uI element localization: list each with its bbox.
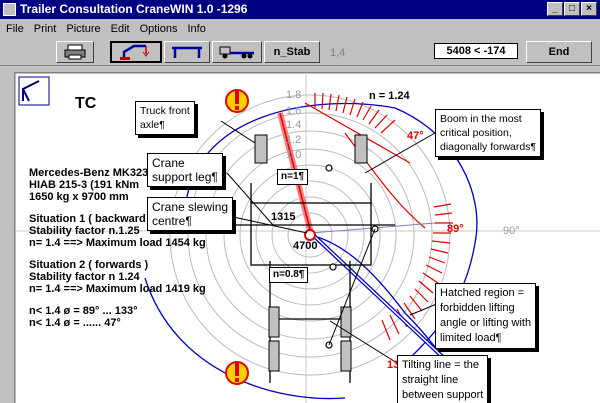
truck-view-button[interactable] xyxy=(212,41,262,63)
angle-90-label: 90° xyxy=(503,225,520,237)
callout-hatched-region: Hatched region = forbidden lifting angle… xyxy=(435,283,537,349)
menu-info[interactable]: Info xyxy=(187,22,206,35)
window-title: Trailer Consultation CraneWIN 1.0 -1296 xyxy=(20,2,248,16)
ring-label-1-2: 1.2 xyxy=(286,134,302,146)
dimension-1315: 1315 xyxy=(271,211,296,223)
situation-2-load: n= 1.4 ==> Maximum load 1419 kg xyxy=(29,283,206,295)
radius-circles xyxy=(169,94,451,376)
situation-2-title: Situation 2 ( forwards ) xyxy=(29,259,149,271)
situation-1-load: n= 1.4 ==> Maximum load 1454 kg xyxy=(29,237,206,249)
callout-boom-position: Boom in the most critical position, diag… xyxy=(435,109,542,157)
angle-89-label: 89° xyxy=(447,223,464,235)
callout-line: limited load¶ xyxy=(440,332,502,344)
wheels xyxy=(254,134,368,372)
info-panel: Mercedes-Benz MK323 HIAB 215-3 (191 kNm … xyxy=(29,167,206,329)
angle-range-2: n< 1.4 ø = ...... 47° xyxy=(29,317,121,329)
crane-view-button[interactable] xyxy=(110,41,162,63)
title-bar: Trailer Consultation CraneWIN 1.0 -1296 … xyxy=(0,0,600,19)
crane-thumbnail-icon xyxy=(18,76,50,106)
callout-line: Hatched region = xyxy=(440,287,525,299)
callout-line: Crane xyxy=(152,156,185,170)
menu-print[interactable]: Print xyxy=(33,22,57,35)
menu-bar: File Print Picture Edit Options Info xyxy=(0,19,600,38)
warning-icon-top xyxy=(225,89,249,113)
callout-line: Boom in the most xyxy=(440,113,522,125)
n1-marker: n=1¶ xyxy=(277,169,309,185)
callout-leaders xyxy=(214,120,440,364)
support-view-button[interactable] xyxy=(164,41,210,63)
crane-model: HIAB 215-3 (191 kNm xyxy=(29,179,140,191)
callout-line: axle¶ xyxy=(140,119,165,131)
ring-label-1-8: 1.8 xyxy=(286,89,302,101)
support-frame-icon xyxy=(172,46,202,58)
situation-2-factor: Stability factor n 1.24 xyxy=(29,271,140,283)
minimize-button[interactable]: _ xyxy=(547,2,563,16)
maximize-button[interactable]: □ xyxy=(564,2,580,16)
toolbar: n_Stab 1,4 5408 < -174 End xyxy=(0,38,600,66)
app-icon[interactable] xyxy=(3,3,16,16)
callout-line: Crane slewing xyxy=(152,200,229,214)
close-button[interactable]: × xyxy=(581,2,597,16)
callout-line: angle or lifting with xyxy=(440,317,532,329)
callout-line: Tilting line = the xyxy=(402,359,479,371)
callout-line: support leg¶ xyxy=(152,170,218,184)
crane-icon xyxy=(120,44,150,60)
callout-line: critical position, xyxy=(440,127,512,139)
angle-47-label: 47° xyxy=(407,130,424,142)
support-legs xyxy=(325,164,379,349)
callout-line: centre¶ xyxy=(152,214,192,228)
ring-label-1-0: 1.0 xyxy=(286,149,302,161)
tc-logo: TC xyxy=(75,95,97,112)
situation-1-title: Situation 1 ( backward xyxy=(29,213,146,225)
print-button[interactable] xyxy=(56,41,94,63)
callout-crane-slewing-centre: Crane slewing centre¶ xyxy=(147,197,234,231)
callout-line: forbidden lifting xyxy=(440,302,515,314)
callout-truck-front-axle: Truck front axle¶ xyxy=(135,101,195,135)
dimension-4700: 4700 xyxy=(293,240,318,252)
vehicle-name: Mercedes-Benz MK323 xyxy=(29,167,149,179)
truck-icon xyxy=(219,46,254,59)
callout-crane-support-leg: Crane support leg¶ xyxy=(147,153,223,187)
ring-label-1-4: 1.4 xyxy=(286,119,302,131)
n-value-label: n = 1.24 xyxy=(369,90,410,102)
coordinate-readout: 5408 < -174 xyxy=(434,43,518,59)
drawing-canvas[interactable]: TC 1.8 1.6 1.4 1.2 1.0 n = 1.24 47° 89° … xyxy=(14,72,600,403)
slewing-centre-marker xyxy=(304,229,316,241)
zoom-level: 1,4 xyxy=(330,47,346,59)
menu-file[interactable]: File xyxy=(6,22,24,35)
n08-marker: n=0.8¶ xyxy=(269,267,309,283)
callout-line: diagonally forwards¶ xyxy=(440,141,537,153)
end-button[interactable]: End xyxy=(526,41,592,63)
menu-edit[interactable]: Edit xyxy=(110,22,130,35)
callout-line: between support xyxy=(402,389,484,401)
ring-label-1-6: 1.6 xyxy=(286,105,302,117)
angle-range-1: n< 1.4 ø = 89° ... 133° xyxy=(29,305,138,317)
callout-tilting-line: Tilting line = the straight line between… xyxy=(397,355,489,403)
callout-line: Truck front xyxy=(140,105,190,117)
warning-icon-bottom xyxy=(225,361,249,385)
menu-options[interactable]: Options xyxy=(139,22,178,35)
callout-line: straight line xyxy=(402,374,459,386)
situation-1-factor: Stability factor n.1.25 xyxy=(29,225,140,237)
n-stab-button[interactable]: n_Stab xyxy=(264,41,320,63)
menu-picture[interactable]: Picture xyxy=(66,22,101,35)
window-controls: _ □ × xyxy=(547,2,597,16)
crane-specs: 1650 kg x 9700 mm xyxy=(29,191,129,203)
printer-icon xyxy=(64,44,86,60)
